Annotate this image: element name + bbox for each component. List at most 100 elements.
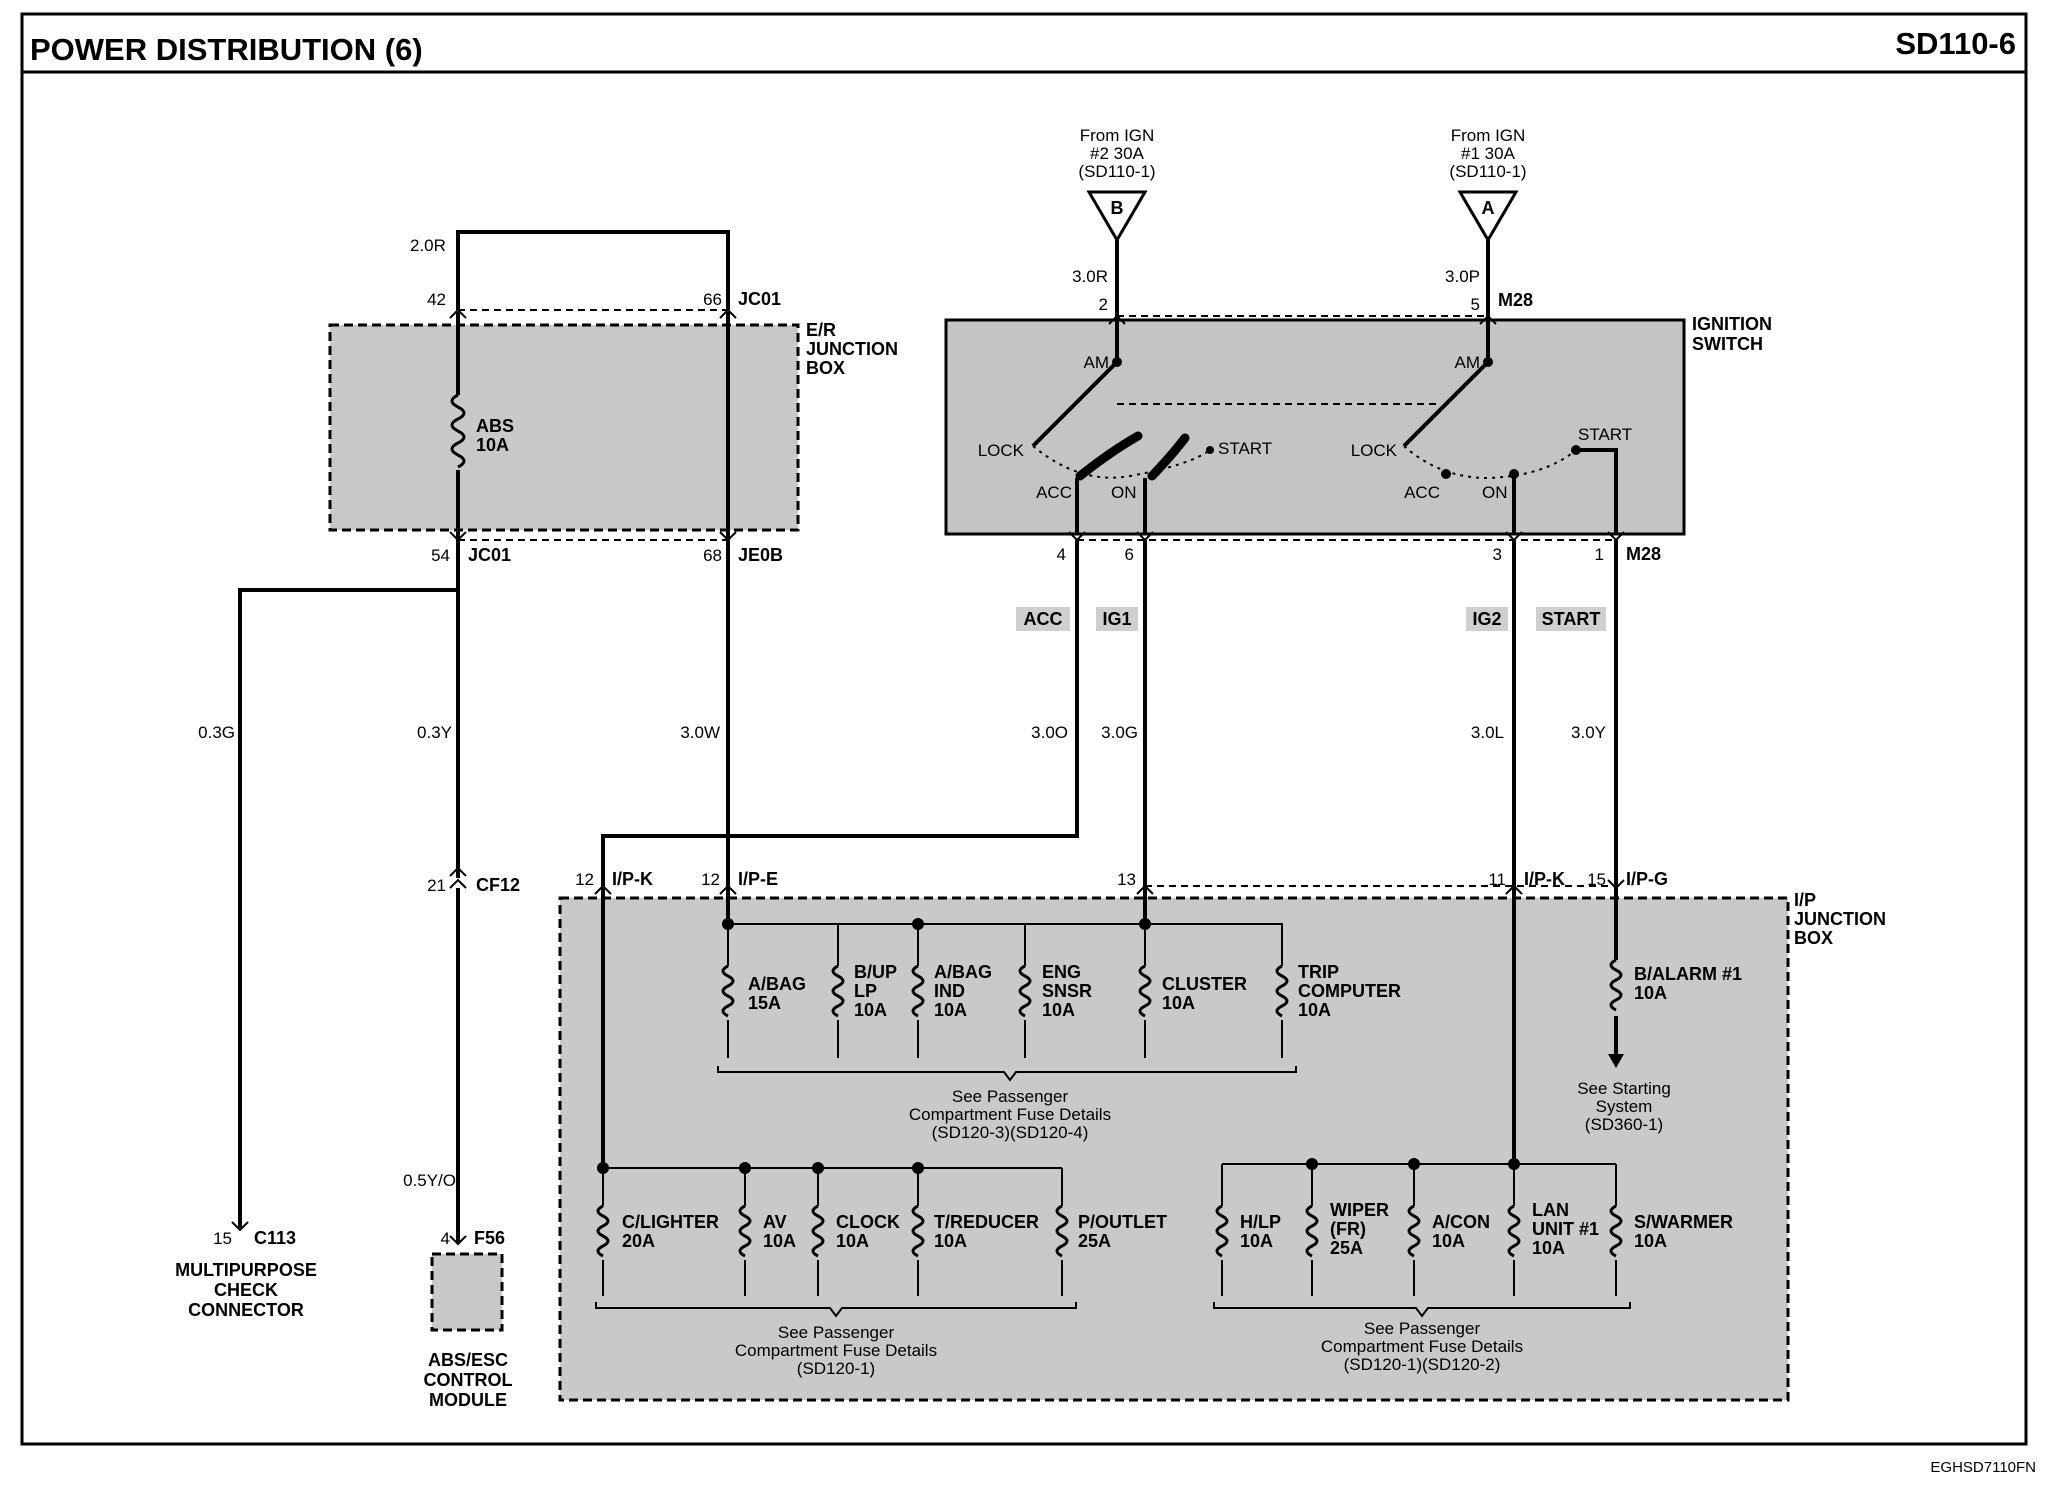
f56-label-line-3: MODULE xyxy=(429,1390,507,1410)
ip-junction-box xyxy=(558,896,1790,1402)
page-frame xyxy=(20,12,2028,1446)
source-ign2-line-1: From IGN xyxy=(1080,126,1155,145)
fuse-av-rating: 10A xyxy=(763,1231,796,1251)
source-a-letter: A xyxy=(1482,198,1495,218)
source-a-triangle-icon xyxy=(1457,190,1519,243)
source-ign2: From IGN #2 30A (SD110-1) B xyxy=(1078,126,1156,243)
sw2-acc-label: ACC xyxy=(1404,483,1440,502)
fuse-acon-name: A/CON xyxy=(1432,1212,1490,1232)
note-lower-left-line-3: (SD120-1) xyxy=(797,1359,875,1378)
sw2-lock-label: LOCK xyxy=(1351,441,1398,460)
circuit-tag-ig2: IG2 xyxy=(1472,609,1501,629)
fuse-acon-icon xyxy=(1407,1204,1421,1258)
conn-jc01-bottom: JC01 xyxy=(468,545,511,565)
fuse-bup-icon xyxy=(831,964,845,1018)
pin-12-ipe: 12 xyxy=(701,870,720,889)
fuse-av-icon xyxy=(738,1204,752,1258)
fuse-abag-name: A/BAG xyxy=(748,974,806,994)
pin-12-ipk: 12 xyxy=(575,870,594,889)
fuse-wiper-name: WIPER xyxy=(1330,1200,1389,1220)
ip-box-label-line-1: I/P xyxy=(1794,890,1816,910)
balarm-note-line-2: System xyxy=(1596,1097,1653,1116)
wire-label-0-3g: 0.3G xyxy=(198,723,235,742)
source-ign2-line-2: #2 30A xyxy=(1090,144,1145,163)
conn-ipe: I/P-E xyxy=(738,869,778,889)
sw1-am-label: AM xyxy=(1084,353,1110,372)
pin-4-m28: 4 xyxy=(1057,545,1066,564)
fuse-lan-unit-name: LAN xyxy=(1532,1200,1569,1220)
note-upper-line-1: See Passenger xyxy=(952,1087,1069,1106)
note-upper-line-2: Compartment Fuse Details xyxy=(909,1105,1111,1124)
note-lower-left-line-2: Compartment Fuse Details xyxy=(735,1341,937,1360)
pin-15-c113: 15 xyxy=(213,1229,232,1248)
c113-label-line-1: MULTIPURPOSE xyxy=(175,1260,317,1280)
fuse-eng-snsr-name: ENG xyxy=(1042,962,1081,982)
fuse-av-name: AV xyxy=(763,1212,787,1232)
er-box-label-line-1: E/R xyxy=(806,320,836,340)
sw2-start-label: START xyxy=(1578,425,1632,444)
sw1-lock-label: LOCK xyxy=(978,441,1025,460)
sw2-on-label: ON xyxy=(1482,483,1508,502)
wire-label-2-0r: 2.0R xyxy=(410,236,446,255)
pin-1-m28: 1 xyxy=(1595,545,1604,564)
fuse-eng-snsr-icon xyxy=(1018,964,1032,1018)
sw1-on-label: ON xyxy=(1111,483,1137,502)
fuse-hlp-icon xyxy=(1215,1204,1229,1258)
circuit-tag-start: START xyxy=(1542,609,1601,629)
f56-label-line-1: ABS/ESC xyxy=(428,1350,508,1370)
fuse-trip-name-2: COMPUTER xyxy=(1298,981,1401,1001)
switch-arm-1 xyxy=(1031,360,1119,448)
figure-id: EGHSD7110FN xyxy=(1930,1459,2036,1476)
fuse-swarmer-rating: 10A xyxy=(1634,1231,1667,1251)
wire-label-3-0r: 3.0R xyxy=(1072,267,1108,286)
lower-left-brace xyxy=(595,1302,1077,1318)
fuse-treducer-icon xyxy=(911,1204,925,1258)
fuse-bup-name-2: LP xyxy=(854,981,877,1001)
fuse-balarm-icon xyxy=(1609,958,1623,1012)
fuse-bup-rating: 10A xyxy=(854,1000,887,1020)
conn-c113: C113 xyxy=(254,1228,296,1248)
fuse-swarmer-name: S/WARMER xyxy=(1634,1212,1733,1232)
abs-fuse-name: ABS xyxy=(476,416,514,436)
ip-box-label-line-2: JUNCTION xyxy=(1794,909,1886,929)
pin-66: 66 xyxy=(703,290,722,309)
fuse-abag-ind-name-2: IND xyxy=(934,981,965,1001)
conn-ipk-left: I/P-K xyxy=(612,869,653,889)
conn-f56: F56 xyxy=(474,1228,505,1248)
fuse-clighter-rating: 20A xyxy=(622,1231,655,1251)
note-upper-line-3: (SD120-3)(SD120-4) xyxy=(932,1123,1089,1142)
fuse-lan-unit-name-2: UNIT #1 xyxy=(1532,1219,1599,1239)
fuse-clighter-icon xyxy=(596,1204,610,1258)
ignition-switch-label-line-2: SWITCH xyxy=(1692,334,1763,354)
fuse-poutlet-name: P/OUTLET xyxy=(1078,1212,1167,1232)
sw1-acc-label: ACC xyxy=(1036,483,1072,502)
fuse-lan-unit-icon xyxy=(1507,1204,1521,1258)
conn-jc01-top: JC01 xyxy=(738,289,781,309)
c113-label-line-2: CHECK xyxy=(214,1280,278,1300)
source-b-letter: B xyxy=(1111,198,1124,218)
er-junction-box xyxy=(328,323,800,532)
conn-m28-bottom: M28 xyxy=(1626,544,1661,564)
balarm-arrow-icon xyxy=(1608,1054,1624,1068)
fuse-trip-name: TRIP xyxy=(1298,962,1339,982)
conn-ipk-right: I/P-K xyxy=(1524,869,1565,889)
er-box-label-line-3: BOX xyxy=(806,358,845,378)
switch-arm-2 xyxy=(1402,360,1490,448)
upper-brace xyxy=(717,1066,1297,1082)
wire-label-3-0l: 3.0L xyxy=(1471,723,1504,742)
note-lower-right-line-1: See Passenger xyxy=(1364,1319,1481,1338)
diagram-code: SD110-6 xyxy=(1895,26,2016,61)
fuse-wiper-rating: 25A xyxy=(1330,1238,1363,1258)
sw1-start-label: START xyxy=(1218,439,1272,458)
pin-6-m28: 6 xyxy=(1125,545,1134,564)
pin-13: 13 xyxy=(1117,870,1136,889)
wire-0-3g xyxy=(238,540,460,1228)
wire-2-0r xyxy=(456,230,730,310)
pin-54: 54 xyxy=(431,546,450,565)
balarm-note-line-3: (SD360-1) xyxy=(1585,1115,1663,1134)
fuse-cluster-name: CLUSTER xyxy=(1162,974,1247,994)
f56-label-line-2: CONTROL xyxy=(424,1370,513,1390)
pin-5-m28: 5 xyxy=(1471,295,1480,314)
fuse-eng-snsr-rating: 10A xyxy=(1042,1000,1075,1020)
fuse-cluster-icon xyxy=(1138,964,1152,1018)
